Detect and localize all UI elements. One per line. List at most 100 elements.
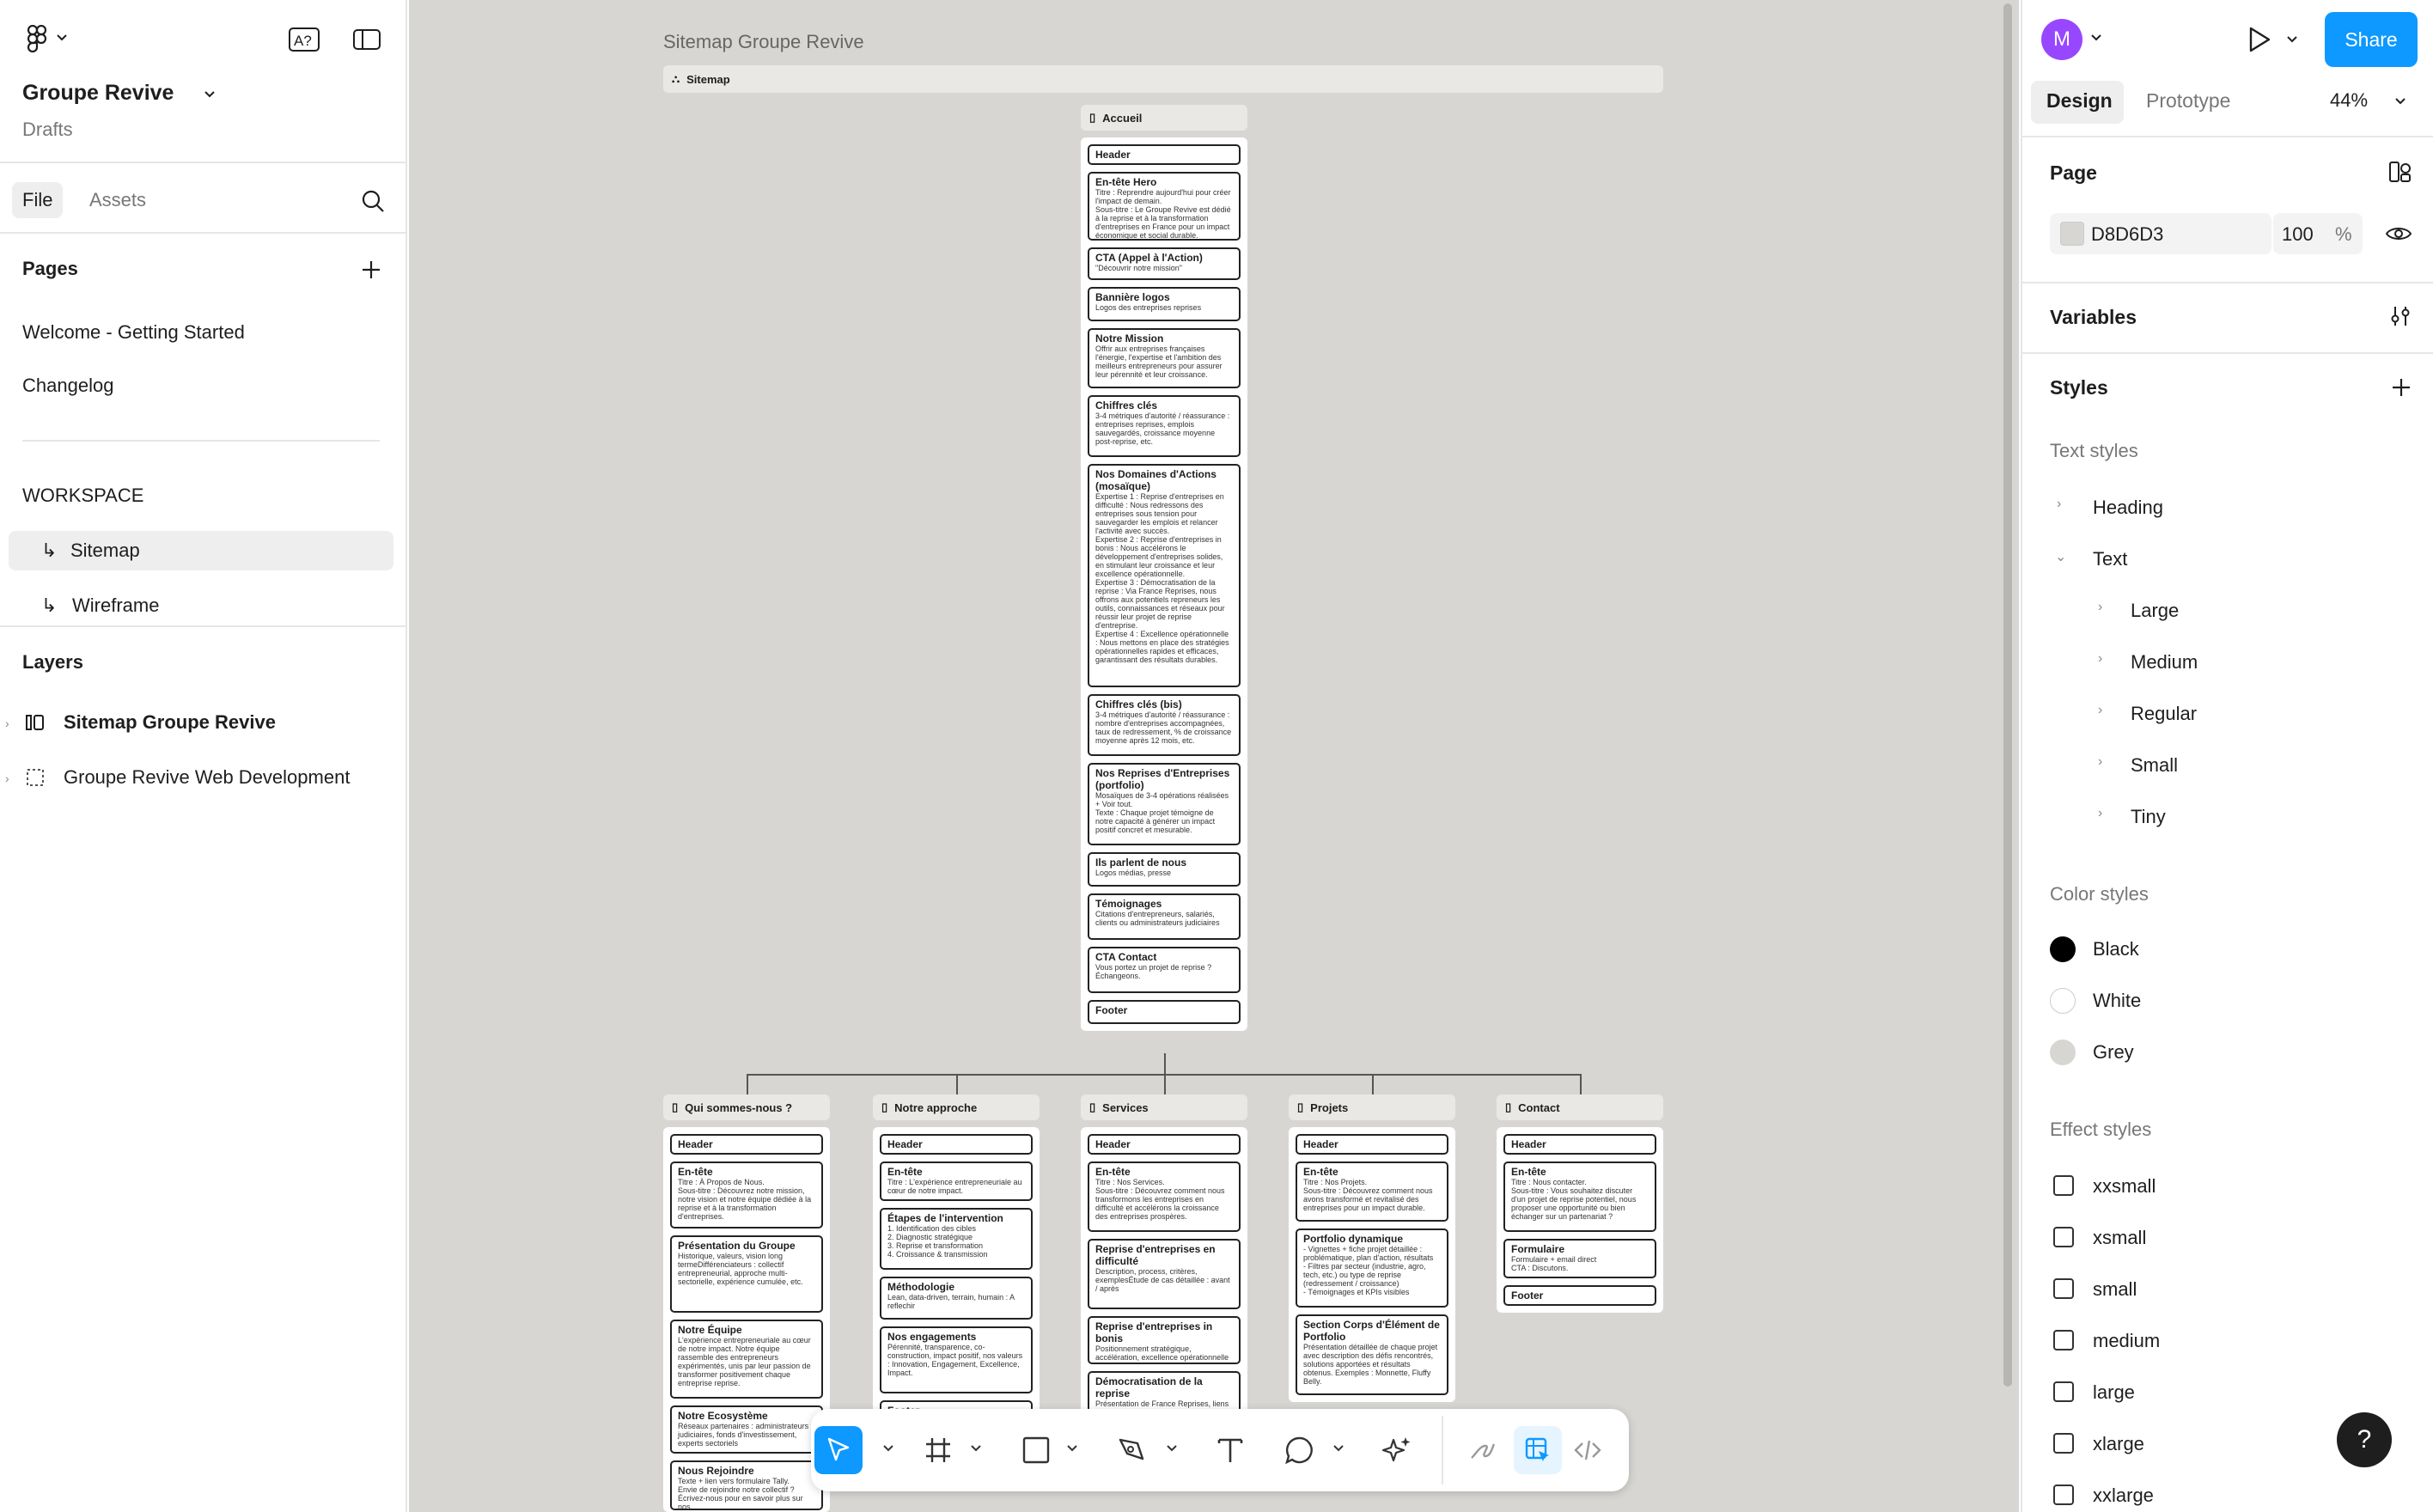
- chevron-down-icon[interactable]: [1065, 1442, 1079, 1455]
- sitemap-section-card[interactable]: Nos Reprises d'Entreprises (portfolio)Mo…: [1088, 763, 1241, 845]
- chevron-right-icon[interactable]: ›: [2098, 703, 2103, 717]
- effect-style[interactable]: small: [2093, 1278, 2137, 1300]
- variables-heading[interactable]: Variables: [2050, 306, 2137, 328]
- text-style-small[interactable]: Small: [2131, 754, 2179, 776]
- text-style-text[interactable]: Text: [2093, 548, 2128, 570]
- sitemap-section-card[interactable]: Portfolio dynamique- Vignettes + fiche p…: [1296, 1228, 1448, 1308]
- page-color-field[interactable]: [2050, 213, 2271, 254]
- page-node-header[interactable]: ▯Accueil: [1081, 105, 1247, 131]
- play-icon[interactable]: [2244, 24, 2275, 55]
- page-node-header[interactable]: ▯Services: [1081, 1094, 1247, 1120]
- sitemap-section-card[interactable]: Header: [1503, 1134, 1656, 1155]
- page-node-header[interactable]: ▯Notre approche: [873, 1094, 1040, 1120]
- sidebar-toggle-icon[interactable]: [351, 26, 383, 53]
- effect-style[interactable]: xlarge: [2093, 1433, 2144, 1454]
- effect-style[interactable]: medium: [2093, 1330, 2161, 1351]
- chevron-down-icon[interactable]: [1332, 1442, 1345, 1455]
- rectangle-tool[interactable]: [1012, 1426, 1060, 1474]
- avatar[interactable]: M: [2041, 19, 2082, 60]
- text-style-regular[interactable]: Regular: [2131, 703, 2198, 724]
- text-style-large[interactable]: Large: [2131, 600, 2180, 621]
- effect-style[interactable]: xsmall: [2093, 1227, 2147, 1248]
- zoom-level[interactable]: 44%: [2330, 89, 2369, 111]
- color-swatch-grey[interactable]: [2050, 1040, 2076, 1065]
- page-opacity-field[interactable]: [2273, 213, 2363, 254]
- share-button[interactable]: Share: [2325, 12, 2418, 67]
- color-style-white[interactable]: White: [2093, 990, 2142, 1011]
- vertical-scrollbar[interactable]: [2003, 3, 2012, 1387]
- sitemap-section-card[interactable]: Header: [1088, 144, 1241, 165]
- search-icon[interactable]: [357, 186, 388, 216]
- expand-chevron-icon[interactable]: ›: [5, 716, 9, 730]
- file-name[interactable]: Groupe Revive: [22, 81, 174, 105]
- effect-style[interactable]: xxsmall: [2093, 1175, 2156, 1197]
- sitemap-chip[interactable]: ⛬Sitemap: [663, 65, 1663, 93]
- chevron-down-icon[interactable]: [2393, 94, 2407, 108]
- page-node-header[interactable]: ▯Contact: [1497, 1094, 1663, 1120]
- variables-icon[interactable]: [2387, 302, 2414, 330]
- page-item[interactable]: Changelog: [22, 375, 114, 396]
- color-style-black[interactable]: Black: [2093, 938, 2139, 960]
- sitemap-section-card[interactable]: Header: [670, 1134, 823, 1155]
- page-node-header[interactable]: ▯Qui sommes-nous ?: [663, 1094, 830, 1120]
- dev-mode-button[interactable]: [1564, 1426, 1612, 1474]
- page-opacity-value[interactable]: 100: [2282, 223, 2314, 245]
- sitemap-section-card[interactable]: Header: [1088, 1134, 1241, 1155]
- sitemap-section-card[interactable]: Footer: [1503, 1285, 1656, 1306]
- tab-prototype[interactable]: Prototype: [2146, 89, 2231, 112]
- text-style-tiny[interactable]: Tiny: [2131, 806, 2166, 827]
- sitemap-section-card[interactable]: Header: [1296, 1134, 1448, 1155]
- page-color-value[interactable]: D8D6D3: [2091, 223, 2164, 245]
- page-item-wireframe[interactable]: Wireframe: [72, 594, 160, 616]
- chevron-down-icon[interactable]: [1165, 1442, 1179, 1455]
- file-menu-chevron-icon[interactable]: [201, 86, 218, 103]
- actions-ai-tool[interactable]: [1373, 1426, 1421, 1474]
- effect-style[interactable]: xxlarge: [2093, 1485, 2154, 1506]
- eye-icon[interactable]: [2383, 218, 2414, 249]
- tab-file[interactable]: File: [12, 182, 64, 218]
- sitemap-section-card[interactable]: Header: [880, 1134, 1033, 1155]
- chevron-right-icon[interactable]: ›: [2098, 806, 2103, 820]
- sitemap-section-card[interactable]: Chiffres clés (bis)3-4 métriques d'autor…: [1088, 694, 1241, 756]
- pen-tool[interactable]: [1108, 1426, 1156, 1474]
- chevron-down-icon[interactable]: [881, 1442, 895, 1455]
- color-swatch-black[interactable]: [2050, 936, 2076, 962]
- sitemap-section-card[interactable]: Footer: [1088, 1000, 1241, 1024]
- page-color-swatch[interactable]: [2060, 222, 2084, 246]
- chevron-down-icon[interactable]: [2089, 31, 2103, 45]
- chevron-right-icon[interactable]: ›: [2057, 497, 2062, 511]
- figma-menu-icon[interactable]: [22, 24, 52, 53]
- text-style-medium[interactable]: Medium: [2131, 651, 2198, 673]
- chevron-down-icon[interactable]: [55, 31, 69, 45]
- layer-item[interactable]: Sitemap Groupe Revive: [64, 711, 276, 733]
- design-mode-button[interactable]: [1514, 1426, 1562, 1474]
- sitemap-section-card[interactable]: CTA (Appel à l'Action)"Découvrir notre m…: [1088, 247, 1241, 280]
- font-replace-icon[interactable]: A?: [287, 24, 321, 55]
- color-swatch-white[interactable]: [2050, 988, 2076, 1014]
- add-page-icon[interactable]: [356, 254, 387, 285]
